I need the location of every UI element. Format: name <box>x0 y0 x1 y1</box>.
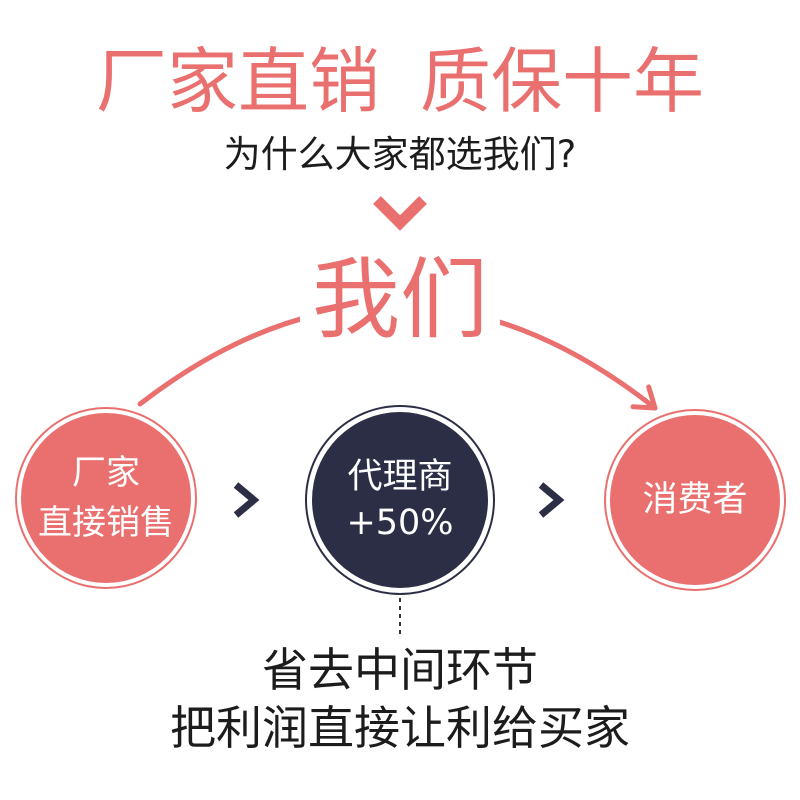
node-label: 代理商 <box>347 457 453 497</box>
chevron-right-icon <box>233 482 260 518</box>
node-label: 厂家 <box>72 453 140 493</box>
node-label: +50% <box>346 503 454 543</box>
headline-part: 厂家直销 <box>95 40 380 123</box>
footer-line: 把利润直接让利给买家 <box>170 701 630 755</box>
hub-label: 我们 <box>300 252 500 348</box>
flow-node-consumer: 消费者 <box>610 415 780 585</box>
curved-arrow-head-icon <box>630 384 658 411</box>
footer-line: 省去中间环节 <box>262 643 538 697</box>
node-label: 直接销售 <box>38 503 174 543</box>
flow-node-factory: 厂家 直接销售 <box>21 413 191 583</box>
node-label: 消费者 <box>642 480 748 520</box>
chevron-down-icon <box>373 196 427 231</box>
chevron-right-icon <box>538 482 565 518</box>
headline: 厂家直销质保十年 <box>0 40 800 124</box>
flow-node-agent: 代理商 +50% <box>312 412 488 588</box>
subtitle: 为什么大家都选我们? <box>223 133 577 176</box>
headline-part: 质保十年 <box>420 40 705 123</box>
